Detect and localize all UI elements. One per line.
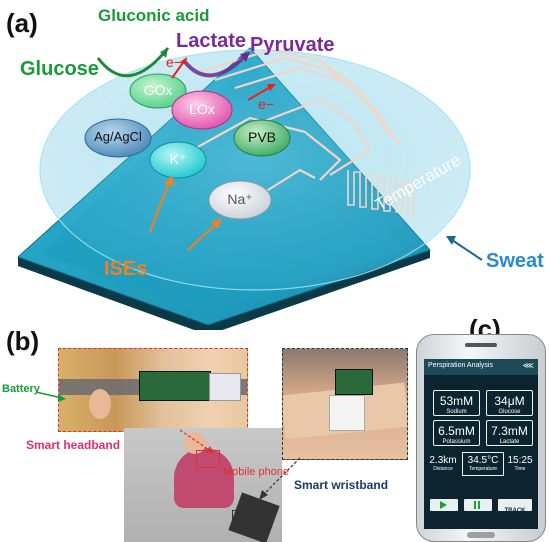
distance-label: Distance bbox=[433, 466, 453, 472]
ear-shape bbox=[89, 389, 111, 419]
app-title: Perspiration Analysis bbox=[428, 362, 493, 369]
battery-label: Battery bbox=[2, 383, 40, 395]
phone-screen: Perspiration Analysis ⋘ 53mM Sodium 34μM… bbox=[424, 359, 538, 529]
ise-arrow-na bbox=[187, 221, 219, 251]
play-button[interactable] bbox=[430, 499, 458, 511]
sweat-label: Sweat bbox=[486, 250, 544, 272]
phone-speaker bbox=[465, 343, 497, 347]
time-label: Time bbox=[514, 466, 526, 472]
glucose-value: 34μM bbox=[494, 394, 525, 408]
gox-sensor bbox=[129, 73, 187, 109]
sweat-arrow bbox=[451, 239, 483, 261]
temperature-stat-label: Temperature bbox=[468, 466, 498, 472]
pyruvate-label: Pyruvate bbox=[250, 34, 335, 56]
ise-arrow-k bbox=[148, 179, 172, 233]
time-value: 15:25 bbox=[507, 455, 533, 466]
na-sensor bbox=[208, 180, 272, 220]
temperature-sensor-trace bbox=[347, 170, 415, 215]
sweat-dome bbox=[39, 49, 471, 291]
agagcl-label: Ag/AgCl bbox=[94, 129, 142, 144]
electron-arrow-2 bbox=[247, 85, 273, 101]
gluconic-acid-label: Gluconic acid bbox=[98, 6, 210, 25]
metric-lactate: 7.3mM Lactate bbox=[486, 420, 533, 446]
potassium-value: 6.5mM bbox=[438, 424, 475, 438]
k-label: K⁺ bbox=[169, 151, 187, 167]
cyclist-photo bbox=[124, 428, 282, 542]
track-label: TRACK bbox=[504, 508, 526, 514]
electron-label-2: e− bbox=[258, 96, 274, 112]
ises-label: ISEs bbox=[104, 258, 148, 280]
metric-glucose: 34μM Glucose bbox=[486, 390, 533, 416]
play-icon bbox=[440, 501, 447, 509]
headband-circuit bbox=[139, 371, 211, 401]
track-button[interactable]: TRACK bbox=[498, 499, 532, 514]
share-icon[interactable]: ⋘ bbox=[522, 361, 534, 370]
wristband-patch bbox=[329, 395, 365, 431]
wristband-photo bbox=[282, 348, 408, 460]
glucose-label: Glucose bbox=[20, 58, 99, 80]
na-label: Na⁺ bbox=[227, 191, 253, 207]
board-side bbox=[18, 250, 430, 330]
pause-button[interactable] bbox=[464, 499, 492, 511]
wrist-highlight bbox=[232, 510, 248, 524]
stat-temperature: 34.5°C Temperature bbox=[462, 452, 504, 476]
lactate-metric-label: Lactate bbox=[499, 439, 520, 445]
phone-home-button[interactable] bbox=[467, 532, 495, 538]
app-header-bar: Perspiration Analysis ⋘ bbox=[424, 359, 538, 375]
agagcl-sensor bbox=[84, 118, 152, 158]
panel-a-label: (a) bbox=[6, 8, 38, 38]
smart-headband-label: Smart headband bbox=[26, 438, 121, 452]
stat-distance: 2.3km Distance bbox=[426, 455, 460, 472]
pvb-label: PVB bbox=[247, 129, 276, 145]
temperature-value: 34.5°C bbox=[467, 455, 499, 466]
glucose-reaction-arrow bbox=[96, 47, 170, 78]
panel-b-label: (b) bbox=[6, 326, 40, 356]
pause-icon bbox=[474, 501, 476, 509]
lox-label: LOx bbox=[189, 101, 215, 117]
metric-sodium: 53mM Sodium bbox=[433, 390, 480, 416]
wristband-circuit bbox=[335, 369, 373, 395]
distance-value: 2.3km bbox=[429, 455, 457, 466]
cyclist-head bbox=[184, 432, 206, 454]
electrode-traces bbox=[177, 48, 401, 196]
headband-patch bbox=[209, 373, 241, 401]
stat-time: 15:25 Time bbox=[504, 455, 536, 472]
sensor-patch-diagram bbox=[17, 47, 483, 330]
lactate-value: 7.3mM bbox=[491, 424, 528, 438]
pvb-sensor bbox=[233, 119, 291, 157]
headband-photo bbox=[58, 348, 248, 432]
mobile-phone-label: Mobile phone bbox=[223, 466, 290, 478]
k-sensor bbox=[149, 141, 207, 179]
lactate-reaction-arrow bbox=[183, 53, 248, 78]
lactate-label: Lactate bbox=[176, 30, 247, 52]
sodium-label: Sodium bbox=[446, 409, 467, 415]
potassium-label: Potassium bbox=[442, 439, 471, 445]
sodium-value: 53mM bbox=[439, 394, 474, 408]
smartphone: Perspiration Analysis ⋘ 53mM Sodium 34μM… bbox=[416, 334, 546, 542]
metric-potassium: 6.5mM Potassium bbox=[433, 420, 480, 446]
glucose-metric-label: Glucose bbox=[498, 409, 521, 415]
gox-label: GOx bbox=[143, 82, 173, 98]
panel-b-connectors bbox=[35, 391, 301, 500]
electron-arrow-1 bbox=[171, 59, 186, 79]
cyclist-body bbox=[174, 448, 234, 508]
electron-label-1: e− bbox=[166, 54, 182, 70]
lox-sensor bbox=[171, 90, 233, 130]
smart-wristband-label: Smart wristband bbox=[294, 478, 389, 492]
